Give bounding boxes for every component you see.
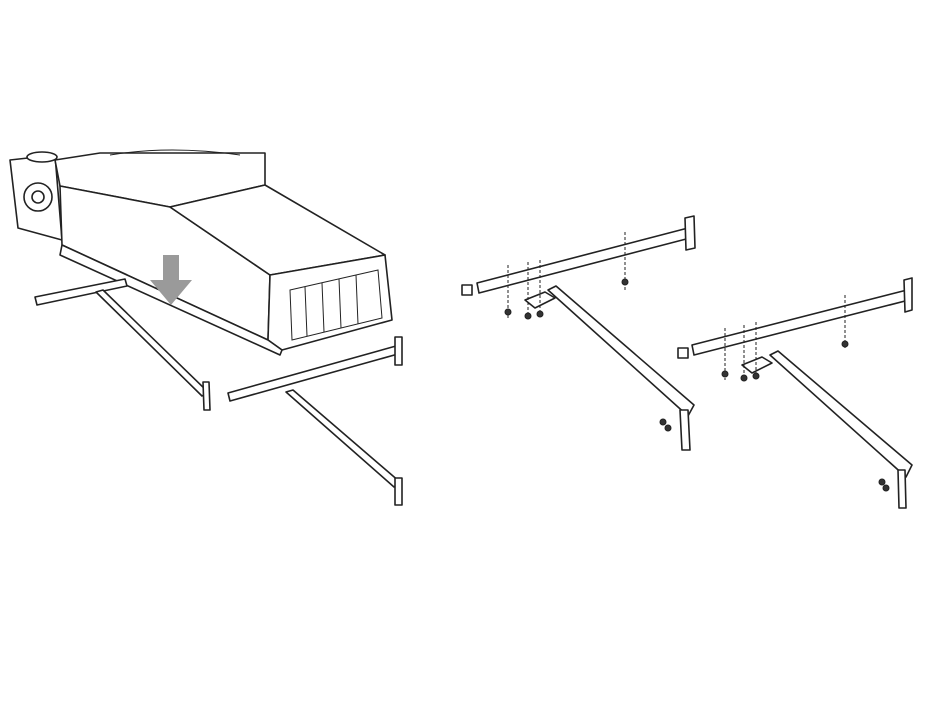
bracket-left-1 — [34, 278, 211, 411]
bracket-left-2 — [227, 336, 403, 506]
bracket-assembly-2 — [677, 277, 913, 509]
fastener-set — [504, 232, 672, 432]
down-arrow-icon — [150, 255, 192, 305]
fastener-set — [721, 295, 890, 492]
unit-body — [9, 149, 393, 356]
unit-grille — [289, 269, 383, 341]
bracket-assembly-1 — [461, 215, 696, 451]
